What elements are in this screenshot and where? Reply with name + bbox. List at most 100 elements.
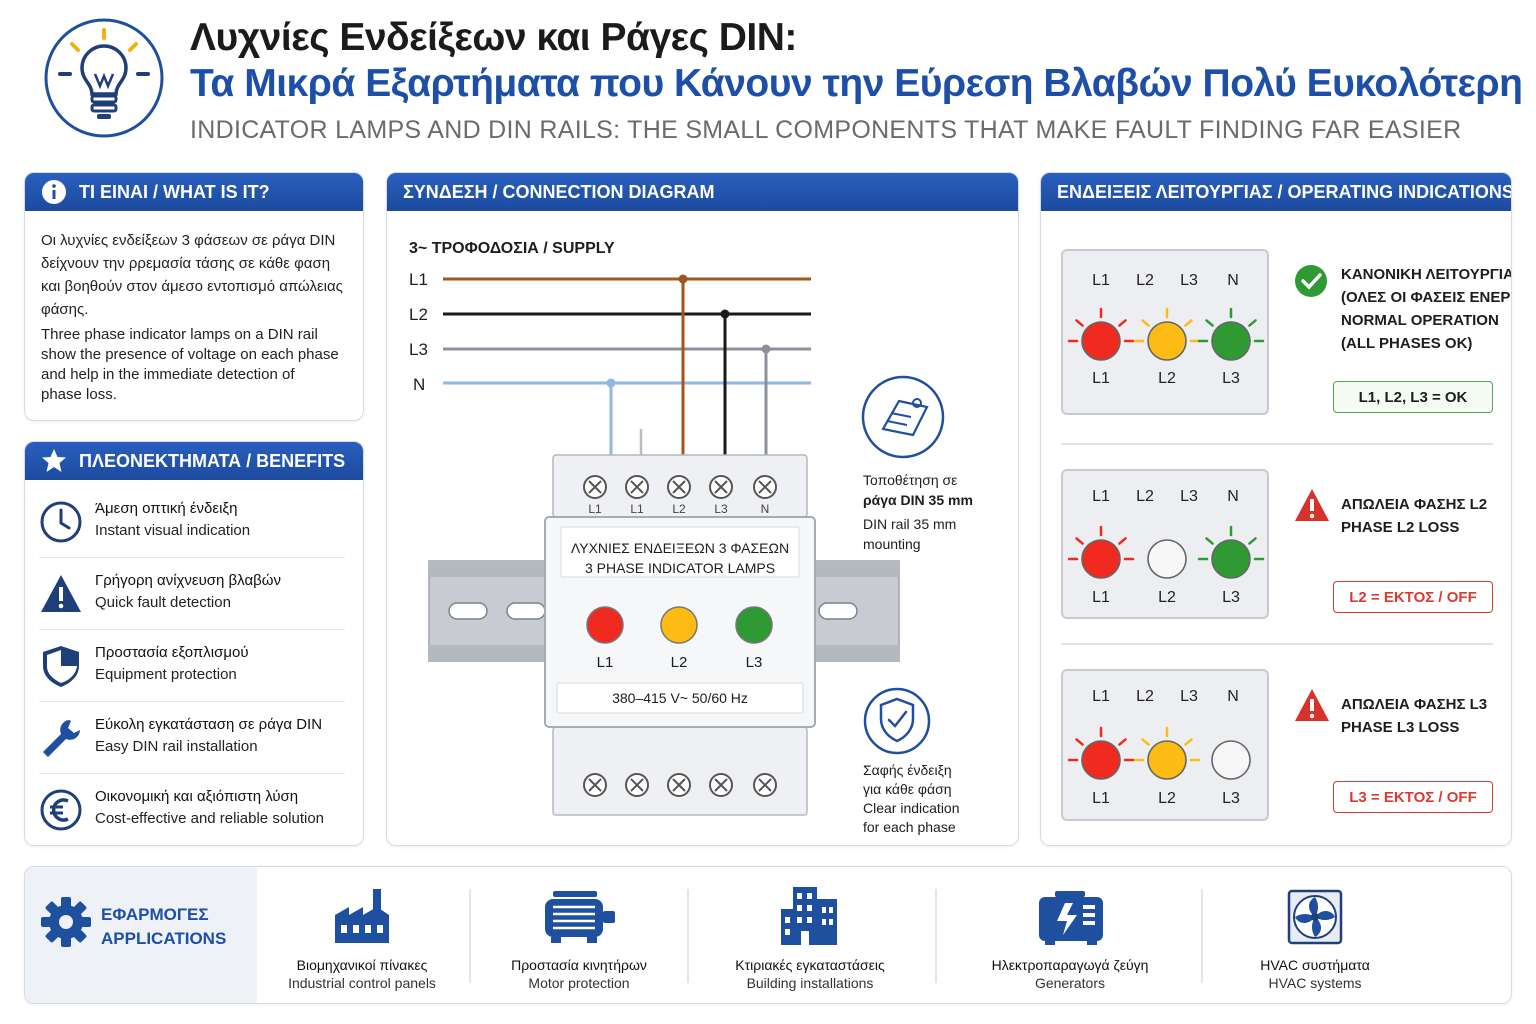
top-terminals: L1 L1 L2 L3 N	[583, 475, 777, 516]
indicator-lamp	[1067, 726, 1135, 780]
device-rating: 380–415 V~ 50/60 Hz	[612, 690, 748, 706]
lamp-top-label: N	[1227, 272, 1239, 289]
factory-icon	[335, 889, 389, 943]
divider	[1061, 643, 1493, 645]
indicator-lamp	[1067, 307, 1135, 361]
status-badge-off: L2 = ΕΚΤΟΣ / OFF	[1333, 581, 1493, 613]
benefit-label-en: Cost-effective and reliable solution	[95, 810, 325, 827]
application-label-gr: HVAC συστήματα	[1260, 957, 1370, 973]
device-title-en: 3 PHASE INDICATOR LAMPS	[585, 560, 775, 576]
application-label-gr: Ηλεκτροπαραγωγά ζεύγη	[991, 957, 1149, 973]
status-line: (ΟΛΕΣ ΟΙ ΦΑΣΕΙΣ ΕΝΕΡΓΕΣ)	[1341, 289, 1511, 306]
benefit-label-gr: Εύκολη εγκατάσταση σε ράγα DIN	[95, 716, 323, 733]
wrench-icon	[43, 720, 80, 757]
application-label-en: Industrial control panels	[288, 975, 436, 991]
indicator-lamp	[1147, 539, 1187, 579]
junction-n	[606, 378, 616, 388]
scenario-l2-loss-status: ΑΠΩΛΕΙΑ ΦΑΣΗΣ L2 PHASE L2 LOSS	[1341, 493, 1487, 539]
warning-icon	[1295, 489, 1329, 521]
scenario-l2-loss-graphic: L1 L2 L3 N L1 L2 L3	[1067, 488, 1265, 606]
generator-icon	[1039, 891, 1103, 945]
terminal-label: L3	[714, 502, 728, 516]
applications-header: ΕΦΑΡΜΟΓΕΣ APPLICATIONS	[25, 867, 257, 1003]
application-label-en: Generators	[1034, 975, 1106, 991]
terminal-screw	[625, 773, 649, 797]
shield-icon	[43, 646, 79, 687]
device-lamp-label-l2: L2	[671, 654, 688, 671]
lamp-top-label: L2	[1136, 488, 1154, 505]
benefit-item: Εύκολη εγκατάσταση σε ράγα DIN Easy DIN …	[39, 702, 345, 774]
device-lamp-label-l3: L3	[746, 654, 763, 671]
scenario-normal-lamps: L1 L2 L3 N L1 L2 L3	[1061, 249, 1269, 415]
star-icon	[42, 449, 66, 472]
lamp-bottom-label: L1	[1092, 370, 1110, 387]
scenario-l2-loss-lamps: L1 L2 L3 N L1 L2 L3	[1061, 469, 1269, 619]
indicator-lamp	[1211, 740, 1251, 780]
application-label-gr: Κτιριακές εγκαταστάσεις	[735, 957, 885, 973]
supply-label: 3~ ΤΡΟΦΟΔΟΣΙΑ / SUPPLY	[409, 240, 615, 257]
clear-note-en-1: Clear indication	[863, 800, 960, 816]
page-title-highlight: Τα Μικρά Εξαρτήματα που Κάνουν την Εύρεσ…	[190, 62, 1523, 105]
benefit-label-en: Quick fault detection	[95, 594, 231, 611]
indicator-lamp	[1197, 525, 1265, 579]
benefit-label-gr: Οικονομική και αξιόπιστη λύση	[95, 788, 299, 805]
status-line: ΑΠΩΛΕΙΑ ΦΑΣΗΣ L3	[1341, 696, 1488, 713]
lamp-top-label: N	[1227, 688, 1239, 705]
lamp-bottom-label: L3	[1222, 370, 1240, 387]
lamp-top-label: L1	[1092, 688, 1110, 705]
line-label-l1: L1	[409, 270, 428, 289]
gear-icon	[41, 897, 91, 947]
operating-indications-header: ΕΝΔΕΙΞΕΙΣ ΛΕΙΤΟΥΡΓΙΑΣ / OPERATING INDICA…	[1041, 173, 1511, 211]
benefit-item: Γρήγορη ανίχνευση βλαβών Quick fault det…	[39, 558, 345, 630]
terminal-screw: L3	[709, 475, 733, 516]
lamp-bottom-label: L2	[1158, 790, 1176, 807]
indicator-lamp	[1133, 726, 1201, 780]
applications-title-en: APPLICATIONS	[101, 929, 227, 948]
what-is-it-text-en-2: show the presence of voltage on each pha…	[41, 346, 339, 363]
scenario-normal-graphic: L1 L2 L3 N L1 L2 L3	[1067, 272, 1265, 387]
lamp-top-label: L3	[1180, 488, 1198, 505]
clear-note-gr-1: Σαφής ένδειξη	[863, 762, 952, 778]
lamp-top-label: N	[1227, 488, 1239, 505]
terminal-screw: N	[753, 475, 777, 516]
divider	[1201, 889, 1203, 983]
terminal-label: L1	[630, 502, 644, 516]
benefits-panel: ΠΛΕΟΝΕΚΤΗΜΑΤΑ / BENEFITS Άμεση οπτική έν…	[24, 441, 364, 846]
what-is-it-text-en-4: phase loss.	[41, 386, 117, 403]
mount-note-gr-2: ράγα DIN 35 mm	[863, 492, 973, 508]
applications-title-gr: ΕΦΑΡΜΟΓΕΣ	[101, 905, 209, 924]
clock-icon	[40, 501, 82, 543]
clear-note-en-2: for each phase	[863, 819, 956, 835]
what-is-it-title: ΤΙ ΕΙΝΑΙ / WHAT IS IT?	[79, 181, 270, 202]
terminal-label: L1	[588, 502, 602, 516]
line-label-l2: L2	[409, 305, 428, 324]
building-icon	[781, 887, 837, 945]
connection-diagram-title: ΣΥΝΔΕΣΗ / CONNECTION DIAGRAM	[403, 181, 715, 202]
lamp-bottom-label: L1	[1092, 589, 1110, 606]
what-is-it-text-gr-2: δείχνουν την ρρεμασία τάσης σε κάθε φαση	[41, 255, 331, 272]
application-item: Βιομηχανικοί πίνακες Industrial control …	[265, 867, 459, 1003]
line-label-l3: L3	[409, 340, 428, 359]
junction-l1	[678, 274, 688, 284]
warning-icon	[41, 575, 81, 612]
scenario-l3-loss-lamps: L1 L2 L3 N L1 L2 L3	[1061, 669, 1269, 821]
status-line: (ALL PHASES OK)	[1341, 335, 1473, 352]
din-mount-icon	[861, 375, 945, 459]
operating-indications-title: ΕΝΔΕΙΞΕΙΣ ΛΕΙΤΟΥΡΓΙΑΣ / OPERATING INDICA…	[1057, 181, 1512, 202]
what-is-it-text-gr-3: και βοηθούν στον άμεσο εντοπισμό απώλεια…	[41, 278, 343, 295]
device-lamp-l2	[660, 606, 698, 644]
scenario-l3-loss-graphic: L1 L2 L3 N L1 L2 L3	[1067, 688, 1251, 807]
what-is-it-header: ΤΙ ΕΙΝΑΙ / WHAT IS IT?	[25, 173, 363, 211]
status-line: PHASE L3 LOSS	[1341, 719, 1460, 736]
application-item: HVAC συστήματα HVAC systems	[1215, 867, 1415, 1003]
what-is-it-text-gr-1: Οι λυχνίες ενδείξεων 3 φάσεων σε ράγα DI…	[41, 232, 336, 249]
scenario-normal-status: ΚΑΝΟΝΙΚΗ ΛΕΙΤΟΥΡΓΙΑ (ΟΛΕΣ ΟΙ ΦΑΣΕΙΣ ΕΝΕΡ…	[1341, 263, 1511, 355]
terminal-label: L2	[672, 502, 686, 516]
euro-icon	[40, 789, 82, 831]
indicator-lamp	[1133, 307, 1201, 361]
benefits-header: ΠΛΕΟΝΕΚΤΗΜΑΤΑ / BENEFITS	[25, 442, 363, 480]
line-label-n: N	[413, 375, 425, 394]
junction-l3	[761, 344, 771, 354]
status-badge-off: L3 = ΕΚΤΟΣ / OFF	[1333, 781, 1493, 813]
applications-panel: ΕΦΑΡΜΟΓΕΣ APPLICATIONS Βιομηχανικοί πίνα…	[24, 866, 1512, 1004]
